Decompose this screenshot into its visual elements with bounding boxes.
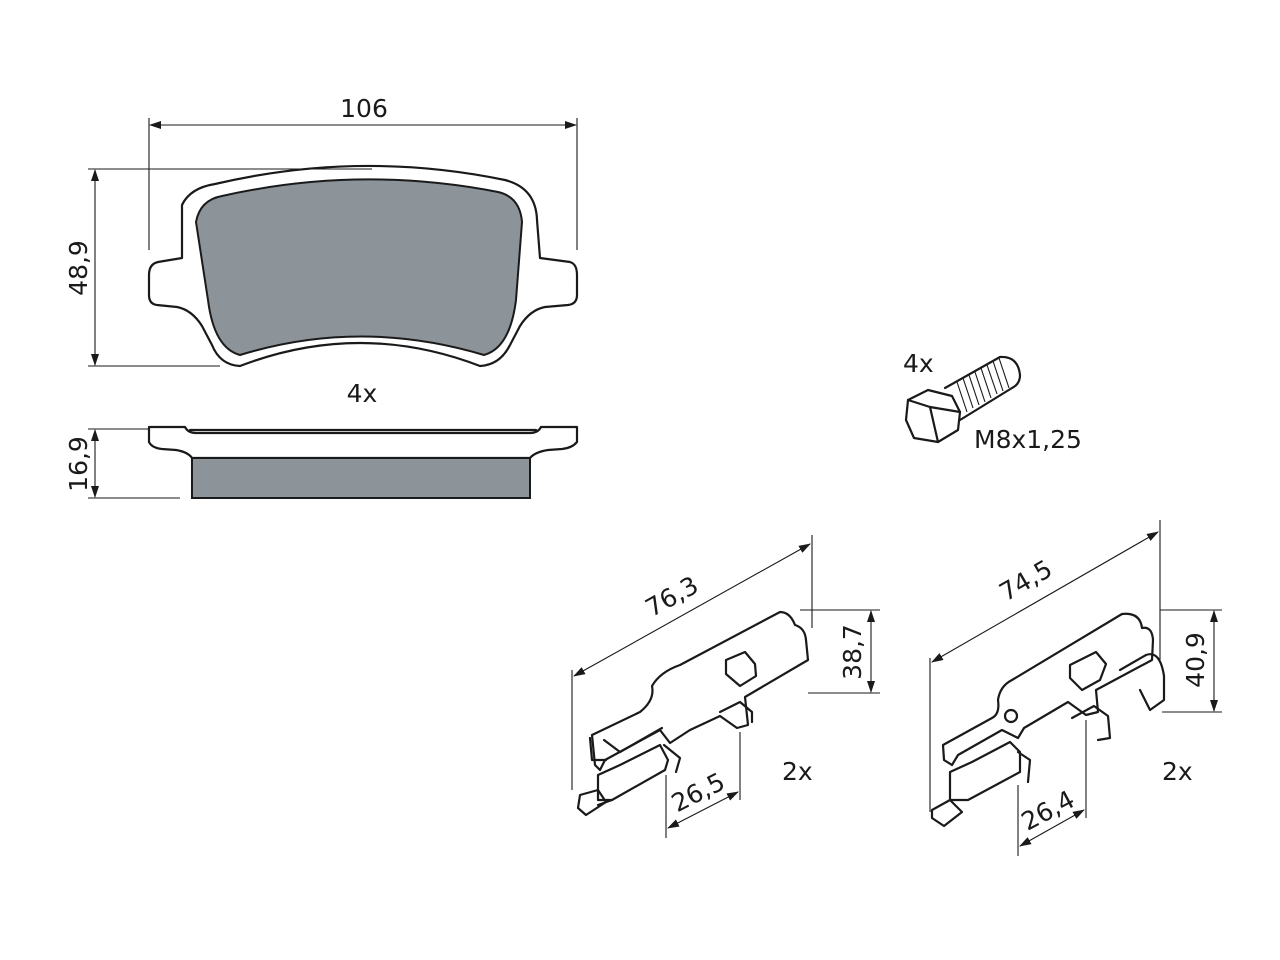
clip-left-quantity-label: 2x [782,757,813,786]
bolt-quantity-label: 4x [903,349,934,378]
bolt-drawing [904,355,1022,444]
clip-right-body [941,612,1155,767]
brake-pad-side-view [147,425,579,499]
pad-thickness-dimension: 16,9 [64,428,180,499]
pad-quantity-label: 4x [347,379,378,408]
clip-left-body [590,610,810,772]
clip-right-quantity-label: 2x [1162,757,1193,786]
brake-pad-front-view [147,164,579,368]
clip-left-length-label: 76,3 [641,570,704,622]
clip-left-spacing-label: 26,5 [667,767,730,818]
clip-right-height-dimension: 40,9 [1160,609,1222,713]
pad-friction-material [194,178,524,357]
bolt-thread-label: M8x1,25 [974,425,1082,454]
pad-width-label: 106 [340,94,388,123]
pad-thickness-label: 16,9 [64,436,93,492]
clip-left-height-label: 38,7 [838,624,867,680]
pad-height-dimension: 48,9 [64,168,372,367]
clip-right-length-label: 74,5 [994,554,1057,607]
pad-side-friction-material [191,457,531,499]
clip-left-length-dimension: 76,3 [571,535,813,790]
clip-right-height-label: 40,9 [1181,632,1210,688]
pad-backing-plate [147,164,579,368]
pad-side-backing-plate [147,425,579,460]
clip-right-spacing-dimension: 26,4 [1017,720,1087,856]
clip-right-spacing-label: 26,4 [1017,785,1080,837]
bolt-thread [943,355,1022,422]
clip-left-height-dimension: 38,7 [800,609,880,694]
clip-left-spacing-dimension: 26,5 [665,732,741,838]
pad-height-label: 48,9 [64,240,93,296]
pad-width-dimension: 106 [148,94,578,250]
bolt-hex-head [904,388,962,444]
